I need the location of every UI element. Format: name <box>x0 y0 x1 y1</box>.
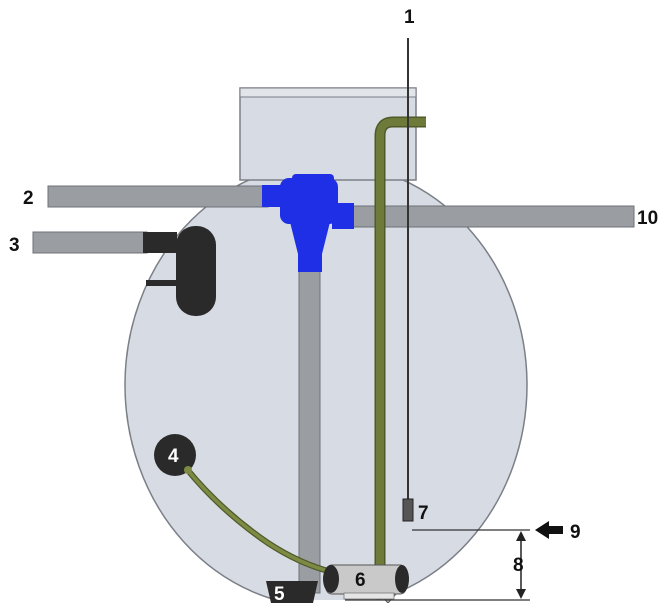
pipe-foot <box>266 581 318 603</box>
filter-tee <box>262 174 354 272</box>
dimension-arrow-up <box>516 531 526 541</box>
callout-4: 4 <box>168 446 179 467</box>
callout-10: 10 <box>637 208 658 229</box>
tank-base-mask <box>100 600 560 603</box>
inlet-pipe <box>47 185 269 208</box>
callout-6: 6 <box>355 570 366 591</box>
device-3-body <box>176 226 216 316</box>
float-ball-nipple <box>184 466 192 474</box>
pipe-3 <box>32 231 148 254</box>
arrow-9 <box>535 521 563 539</box>
callout-1: 1 <box>404 7 415 28</box>
overflow-pipe <box>351 205 635 228</box>
downpipe <box>298 267 321 594</box>
access-shaft <box>239 87 417 181</box>
level-sensor <box>402 498 414 522</box>
shaft-lid <box>239 87 417 98</box>
float-ball <box>154 434 196 476</box>
callout-9: 9 <box>570 522 581 543</box>
callout-8: 8 <box>513 555 524 576</box>
callout-3: 3 <box>9 235 20 256</box>
suction-hose-core <box>376 118 426 568</box>
callout-2: 2 <box>23 188 34 209</box>
device-3-rod <box>146 280 186 286</box>
dimension-arrow-down <box>516 589 526 599</box>
float-hose-core <box>184 466 333 574</box>
pipe-3-coupling <box>143 232 177 253</box>
pump-unit <box>323 564 409 603</box>
callout-5: 5 <box>274 584 285 603</box>
callout-7: 7 <box>418 503 429 524</box>
